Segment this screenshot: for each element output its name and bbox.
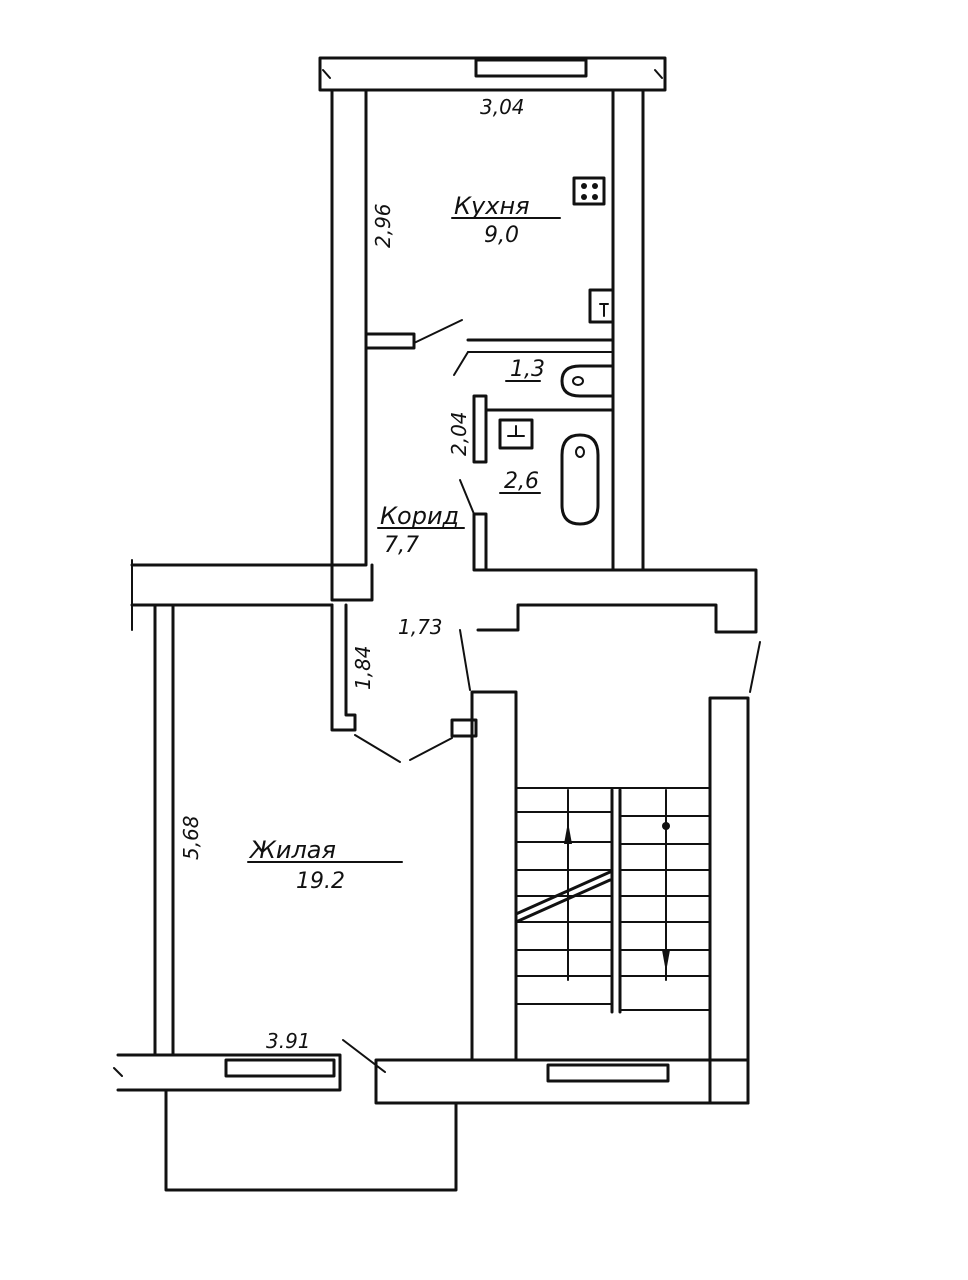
kitchen-window xyxy=(474,58,588,78)
bath-area: 2,6 xyxy=(504,469,539,494)
dim-living-length: 5,68 xyxy=(179,815,203,860)
stair-break-line-2 xyxy=(514,878,612,924)
dim-living-width: 3.91 xyxy=(266,1029,311,1053)
arrow-down-icon xyxy=(662,950,670,972)
bathtub-icon xyxy=(560,433,600,526)
stove-burner xyxy=(592,183,598,189)
wc-bath-partition xyxy=(472,394,488,464)
dim-corridor-stub: 1,84 xyxy=(351,645,375,690)
entry-door-swing xyxy=(459,629,471,691)
dim-kitchen-length: 2,96 xyxy=(371,203,395,248)
kitchen-area: 9,0 xyxy=(484,223,519,248)
balcony xyxy=(164,1088,458,1192)
fixtures xyxy=(498,176,615,526)
dim-kitchen-width: 3,04 xyxy=(480,95,525,119)
kitchen-partition-left xyxy=(364,332,416,350)
wall-right-stair xyxy=(708,696,750,1105)
break-marks xyxy=(113,69,663,1077)
wall-partition-stair xyxy=(470,690,518,1062)
wall-bottom-right xyxy=(374,1058,750,1105)
kitchen-tap xyxy=(599,303,609,317)
stair-break-line xyxy=(514,870,612,916)
bath-sink-icon xyxy=(498,418,534,450)
walls xyxy=(113,56,758,1192)
balcony-door-swing xyxy=(342,1039,386,1073)
wall-right-kitchen xyxy=(611,88,645,572)
dimensions: 3,04 2,96 2,04 1,73 1,84 5,68 3.91 xyxy=(179,95,525,1053)
stove-icon xyxy=(572,176,606,206)
labels: Кухня 9,0 1,3 2,6 Корид 7,7 Жилая 19.2 xyxy=(247,192,561,894)
corridor-area: 7,7 xyxy=(384,533,419,558)
kitchen-name: Кухня xyxy=(454,192,530,220)
wall-left-kitchen xyxy=(330,88,368,567)
partitions xyxy=(342,319,761,1073)
stove-burner xyxy=(581,183,587,189)
wc-door-swing xyxy=(453,351,469,376)
bathtub-drain xyxy=(575,446,585,458)
toilet-icon xyxy=(560,364,615,398)
bath-door-swing xyxy=(459,479,475,515)
wall-left-living xyxy=(153,603,175,1057)
door-jamb xyxy=(450,718,478,738)
wc-area: 1,3 xyxy=(510,357,545,382)
wall-mid-left xyxy=(130,563,374,602)
living-name: Жилая xyxy=(248,836,336,864)
arrow-up-icon xyxy=(564,822,572,844)
stair-door-swing xyxy=(749,641,761,693)
stair-arrow-origin xyxy=(662,822,670,830)
bath-tap xyxy=(507,425,525,437)
wall-mid-right xyxy=(476,568,758,634)
wall-bottom-left xyxy=(116,1053,342,1092)
wall-corridor-stub xyxy=(330,603,357,732)
wall-top-kitchen xyxy=(318,56,667,92)
living-area: 19.2 xyxy=(296,869,345,894)
living-door-swing-left xyxy=(354,734,401,763)
dim-corridor-width: 1,73 xyxy=(398,615,443,639)
stove-burner xyxy=(581,194,587,200)
staircase xyxy=(514,787,711,1014)
stove-burner xyxy=(592,194,598,200)
kitchen-door-swing xyxy=(413,319,463,344)
stair-steps xyxy=(515,789,711,1011)
corridor-name: Корид xyxy=(380,502,459,530)
stair-window xyxy=(546,1063,670,1083)
living-window xyxy=(224,1058,336,1078)
living-door-swing-right xyxy=(409,737,453,761)
dim-bath-length: 2,04 xyxy=(447,411,471,456)
kitchen-sink-icon xyxy=(588,288,615,324)
toilet-bowl xyxy=(572,376,584,386)
bath-partition-lower xyxy=(472,512,488,572)
